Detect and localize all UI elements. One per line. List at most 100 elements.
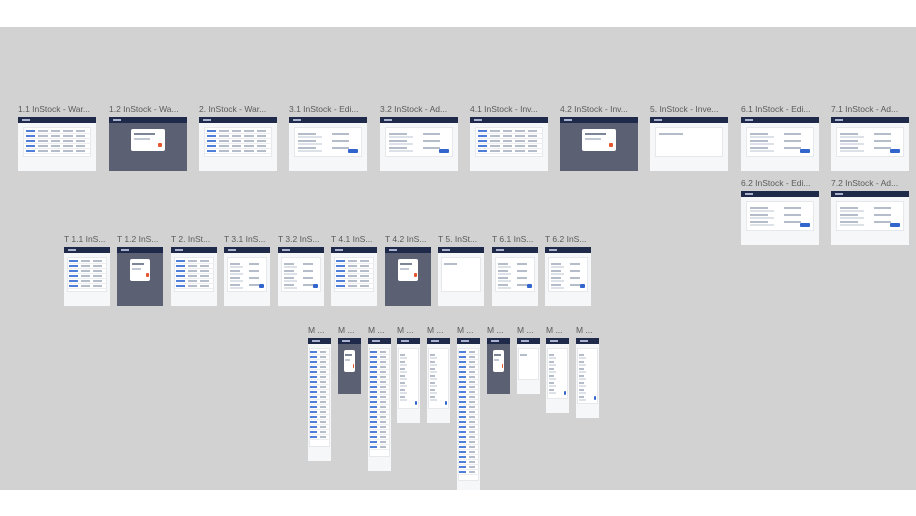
table-row[interactable] [333, 283, 375, 284]
table-row[interactable] [458, 454, 479, 455]
save-button[interactable] [593, 396, 597, 400]
artboard-frame[interactable]: 7.2 InStock - Ad... [831, 178, 909, 245]
form-input[interactable] [399, 378, 407, 380]
table-row[interactable] [66, 273, 108, 274]
form-input[interactable] [399, 371, 407, 373]
table-row[interactable] [458, 444, 479, 445]
table-row[interactable] [458, 469, 479, 470]
table-row[interactable] [66, 263, 108, 264]
artboard-frame[interactable]: T 3.2 InS... [278, 234, 324, 306]
save-button[interactable] [800, 149, 810, 153]
form-input[interactable] [497, 287, 512, 289]
artboard-frame[interactable]: T 6.2 InS... [545, 234, 591, 306]
table-row[interactable] [458, 474, 479, 475]
table-row[interactable] [309, 354, 330, 355]
table-row[interactable] [474, 143, 544, 144]
table-row[interactable] [369, 439, 390, 440]
form-input[interactable] [497, 280, 512, 282]
table-row[interactable] [458, 369, 479, 370]
save-button[interactable] [890, 223, 900, 227]
form-input[interactable] [389, 136, 413, 138]
table-row[interactable] [369, 374, 390, 375]
form-input[interactable] [750, 150, 774, 152]
table-row[interactable] [203, 153, 273, 154]
artboard-frame[interactable]: M ... [457, 325, 480, 490]
table-row[interactable] [309, 399, 330, 400]
confirm-delete-button[interactable] [146, 273, 149, 277]
table-row[interactable] [22, 133, 92, 134]
form-input[interactable] [389, 143, 413, 145]
artboard-frame[interactable]: M ... [576, 325, 599, 418]
save-button[interactable] [890, 149, 900, 153]
form-input[interactable] [548, 385, 556, 387]
artboard-frame[interactable]: M ... [368, 325, 391, 471]
form-input[interactable] [283, 287, 298, 289]
table-row[interactable] [309, 409, 330, 410]
table-row[interactable] [369, 394, 390, 395]
table-row[interactable] [309, 384, 330, 385]
table-row[interactable] [173, 268, 215, 269]
save-button[interactable] [312, 284, 319, 288]
artboard-frame[interactable]: T 2. InSt... [171, 234, 217, 306]
form-input[interactable] [429, 399, 437, 401]
form-input[interactable] [840, 136, 864, 138]
artboard-frame[interactable]: 4.2 InStock - Inv... [560, 104, 638, 171]
artboard-frame[interactable]: T 4.1 InS... [331, 234, 377, 306]
confirm-delete-button[interactable] [414, 273, 417, 277]
table-row[interactable] [474, 153, 544, 154]
form-input[interactable] [229, 266, 244, 268]
form-input[interactable] [840, 217, 864, 219]
table-row[interactable] [309, 359, 330, 360]
table-row[interactable] [458, 464, 479, 465]
table-row[interactable] [66, 268, 108, 269]
artboard-frame[interactable]: M ... [397, 325, 420, 423]
form-input[interactable] [229, 273, 244, 275]
artboard-frame[interactable]: 3.2 InStock - Ad... [380, 104, 458, 171]
form-input[interactable] [550, 266, 565, 268]
form-input[interactable] [840, 150, 864, 152]
table-row[interactable] [66, 278, 108, 279]
table-row[interactable] [66, 283, 108, 284]
table-row[interactable] [309, 434, 330, 435]
table-row[interactable] [22, 148, 92, 149]
confirm-delete-button[interactable] [352, 364, 354, 368]
table-row[interactable] [458, 404, 479, 405]
form-input[interactable] [497, 273, 512, 275]
form-input[interactable] [548, 364, 556, 366]
table-row[interactable] [458, 449, 479, 450]
form-input[interactable] [578, 385, 586, 387]
table-row[interactable] [309, 429, 330, 430]
table-row[interactable] [458, 409, 479, 410]
save-button[interactable] [439, 149, 449, 153]
form-input[interactable] [229, 280, 244, 282]
table-row[interactable] [369, 359, 390, 360]
table-row[interactable] [458, 429, 479, 430]
artboard-frame[interactable]: T 3.1 InS... [224, 234, 270, 306]
artboard-frame[interactable]: 7.1 InStock - Ad... [831, 104, 909, 171]
table-row[interactable] [474, 138, 544, 139]
form-input[interactable] [750, 143, 774, 145]
table-row[interactable] [309, 374, 330, 375]
form-input[interactable] [550, 287, 565, 289]
form-input[interactable] [840, 224, 864, 226]
table-row[interactable] [458, 389, 479, 390]
table-row[interactable] [458, 364, 479, 365]
table-row[interactable] [203, 133, 273, 134]
table-row[interactable] [458, 424, 479, 425]
save-button[interactable] [258, 284, 265, 288]
artboard-frame[interactable]: T 4.2 InS... [385, 234, 431, 306]
form-input[interactable] [298, 143, 322, 145]
table-row[interactable] [458, 439, 479, 440]
table-row[interactable] [66, 288, 108, 289]
artboard-frame[interactable]: 6.2 InStock - Edi... [741, 178, 819, 245]
table-row[interactable] [309, 389, 330, 390]
table-row[interactable] [369, 429, 390, 430]
table-row[interactable] [22, 143, 92, 144]
confirm-delete-button[interactable] [501, 364, 503, 368]
table-row[interactable] [203, 138, 273, 139]
table-row[interactable] [474, 148, 544, 149]
table-row[interactable] [369, 419, 390, 420]
table-row[interactable] [203, 148, 273, 149]
artboard-frame[interactable]: M ... [308, 325, 331, 461]
table-row[interactable] [458, 394, 479, 395]
